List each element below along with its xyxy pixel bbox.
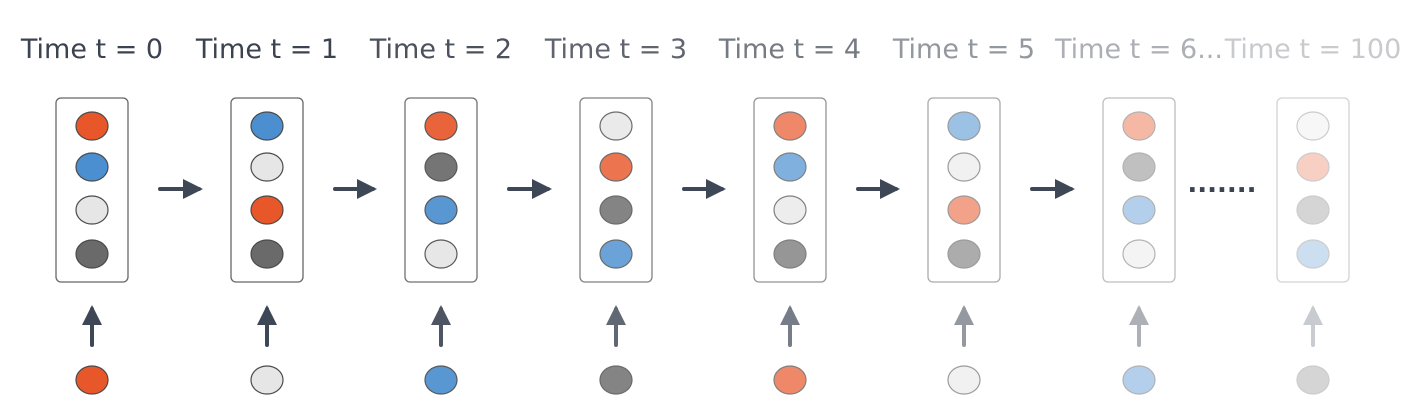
continuation-ellipsis: ....... <box>1187 169 1256 199</box>
state-unit-dark <box>424 152 458 182</box>
state-unit-light <box>250 152 284 182</box>
state-unit-dark <box>947 239 981 269</box>
state-unit-orange <box>599 152 633 182</box>
time-label: Time t = 100 <box>1224 34 1402 65</box>
state-unit-orange <box>773 111 807 141</box>
hidden-state-box <box>1102 97 1176 283</box>
state-unit-orange <box>947 195 981 225</box>
input-unit-orange <box>75 365 109 395</box>
hidden-state-box <box>404 97 478 283</box>
time-step: Time t = 5 <box>892 34 1035 395</box>
state-unit-dark <box>773 239 807 269</box>
state-unit-light <box>75 195 109 225</box>
time-label: Time t = 6... <box>1054 34 1223 65</box>
input-unit-blue <box>1122 365 1156 395</box>
time-label: Time t = 2 <box>369 34 512 65</box>
time-step: Time t = 100 <box>1224 34 1402 395</box>
time-label: Time t = 1 <box>195 34 338 65</box>
state-unit-blue <box>250 111 284 141</box>
hidden-state-box <box>230 97 304 283</box>
time-step: Time t = 0 <box>20 34 163 395</box>
state-unit-dark <box>75 239 109 269</box>
time-label: Time t = 5 <box>892 34 1035 65</box>
state-unit-dark <box>1296 195 1330 225</box>
state-unit-light <box>1122 239 1156 269</box>
state-unit-blue <box>773 152 807 182</box>
hidden-state-box <box>55 97 129 283</box>
time-label: Time t = 0 <box>20 34 163 65</box>
state-unit-blue <box>599 239 633 269</box>
input-unit-blue <box>424 365 458 395</box>
state-unit-dark <box>1122 152 1156 182</box>
time-steps: Time t = 0 Time t = 1 Time t = 2 Time t = 3… <box>20 34 1402 395</box>
hidden-state-box <box>1276 97 1350 283</box>
state-unit-blue <box>947 111 981 141</box>
time-step: Time t = 1 <box>195 34 338 395</box>
state-unit-light <box>1296 111 1330 141</box>
state-unit-orange <box>1122 111 1156 141</box>
state-unit-orange <box>1296 152 1330 182</box>
time-label: Time t = 3 <box>544 34 687 65</box>
state-unit-light <box>773 195 807 225</box>
hidden-state-box <box>927 97 1001 283</box>
state-unit-dark <box>599 195 633 225</box>
time-step: Time t = 4 <box>718 34 861 395</box>
state-unit-orange <box>250 195 284 225</box>
state-unit-dark <box>250 239 284 269</box>
hidden-state-box <box>753 97 827 283</box>
input-unit-light <box>250 365 284 395</box>
time-step: Time t = 2 <box>369 34 512 395</box>
input-unit-dark <box>1296 365 1330 395</box>
state-unit-light <box>599 111 633 141</box>
state-unit-blue <box>75 152 109 182</box>
state-unit-orange <box>424 111 458 141</box>
hidden-state-box <box>579 97 653 283</box>
state-unit-blue <box>1122 195 1156 225</box>
input-unit-orange <box>773 365 807 395</box>
time-label: Time t = 4 <box>718 34 861 65</box>
time-step: Time t = 6... <box>1054 34 1223 395</box>
state-unit-orange <box>75 111 109 141</box>
input-unit-dark <box>599 365 633 395</box>
state-unit-blue <box>424 195 458 225</box>
state-unit-light <box>947 152 981 182</box>
state-unit-blue <box>1296 239 1330 269</box>
state-unit-light <box>424 239 458 269</box>
time-step: Time t = 3 <box>544 34 687 395</box>
input-unit-light <box>947 365 981 395</box>
